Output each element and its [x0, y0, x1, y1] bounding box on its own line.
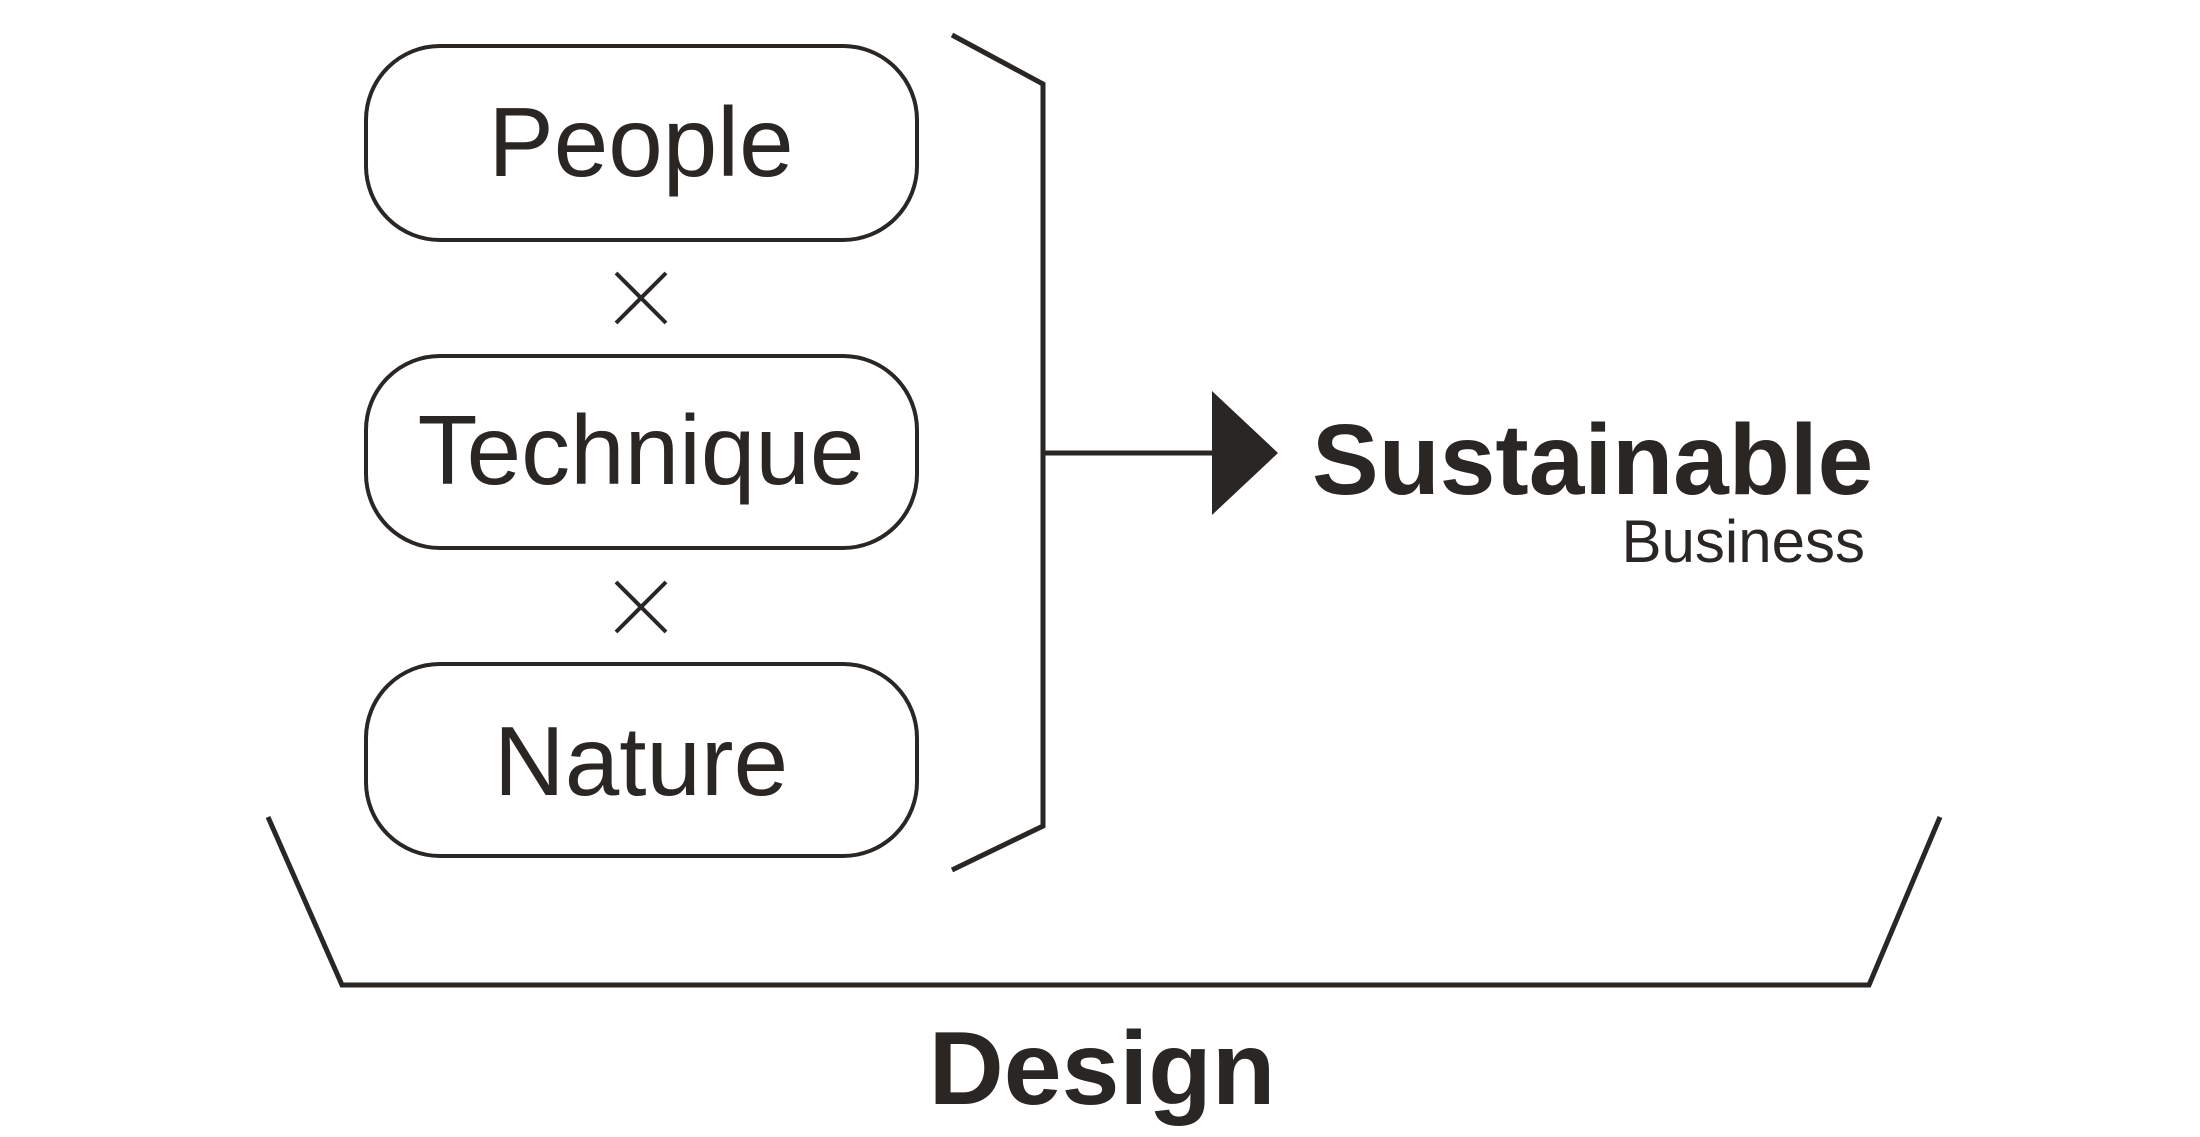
technique-box	[364, 354, 919, 550]
multiply-icon-1	[614, 271, 668, 325]
arrow-head-icon	[1212, 391, 1278, 515]
nature-label: Nature	[494, 706, 788, 816]
technique-node: Technique	[364, 354, 919, 550]
design-label: Design	[929, 1011, 1276, 1127]
people-label: People	[488, 87, 793, 197]
result-title: Sustainable	[1312, 404, 1873, 516]
bottom-bracket	[265, 815, 1943, 988]
people-box	[364, 44, 919, 242]
people-node: People	[364, 44, 919, 242]
nature-node: Nature	[364, 662, 919, 858]
right-bracket	[950, 32, 1046, 873]
multiply-icon-2	[614, 580, 668, 634]
technique-label: Technique	[418, 395, 865, 505]
result-subtitle: Business	[1622, 508, 1865, 575]
nature-box	[364, 662, 919, 858]
